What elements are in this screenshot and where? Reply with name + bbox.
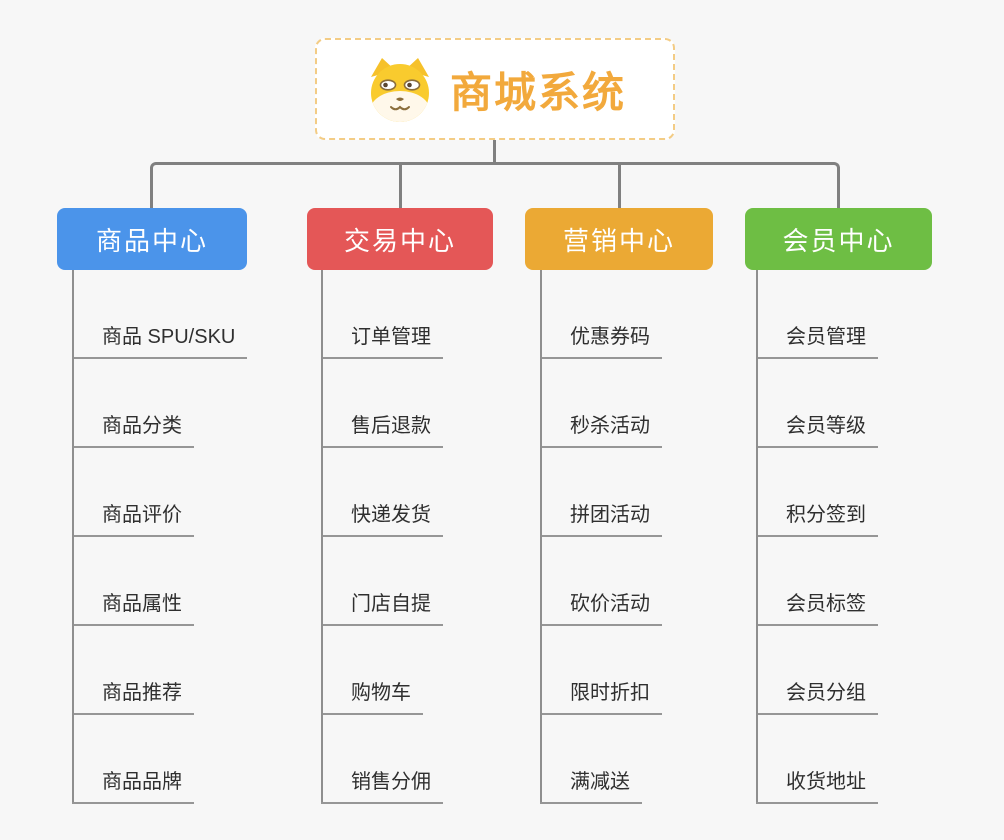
root-node[interactable]: 商城系统 (315, 38, 675, 140)
branch-node-product-center[interactable]: 商品中心 (57, 208, 247, 270)
connector-vline (321, 270, 323, 802)
branch-children-trade-center: 订单管理 售后退款 快递发货 门店自提 购物车 销售分佣 (321, 270, 556, 804)
leaf-node[interactable]: 快递发货 (321, 448, 556, 537)
leaf-node[interactable]: 拼团活动 (540, 448, 775, 537)
leaf-node[interactable]: 积分签到 (756, 448, 991, 537)
leaf-node[interactable]: 砍价活动 (540, 537, 775, 626)
leaf-node[interactable]: 购物车 (321, 626, 556, 715)
leaf-node[interactable]: 门店自提 (321, 537, 556, 626)
connector-vline (540, 270, 542, 802)
connector-drop (618, 164, 621, 208)
branch-children-member-center: 会员管理 会员等级 积分签到 会员标签 会员分组 收货地址 (756, 270, 991, 804)
dog-face-icon (370, 58, 429, 122)
connector-bus (150, 162, 840, 208)
leaf-node[interactable]: 商品 SPU/SKU (72, 270, 307, 359)
leaf-node[interactable]: 优惠券码 (540, 270, 775, 359)
branch-node-trade-center[interactable]: 交易中心 (307, 208, 493, 270)
connector-vline (756, 270, 758, 802)
connector-root-stub (493, 140, 496, 164)
connector-drop (399, 164, 402, 208)
leaf-node[interactable]: 会员管理 (756, 270, 991, 359)
branch-node-marketing-center[interactable]: 营销中心 (525, 208, 713, 270)
leaf-node[interactable]: 商品分类 (72, 359, 307, 448)
leaf-node[interactable]: 销售分佣 (321, 715, 556, 804)
connector-vline (72, 270, 74, 802)
branch-node-member-center[interactable]: 会员中心 (745, 208, 932, 270)
leaf-node[interactable]: 商品推荐 (72, 626, 307, 715)
leaf-node[interactable]: 会员等级 (756, 359, 991, 448)
leaf-node[interactable]: 售后退款 (321, 359, 556, 448)
branch-children-marketing-center: 优惠券码 秒杀活动 拼团活动 砍价活动 限时折扣 满减送 (540, 270, 775, 804)
leaf-node[interactable]: 限时折扣 (540, 626, 775, 715)
leaf-node[interactable]: 商品属性 (72, 537, 307, 626)
branch-children-product-center: 商品 SPU/SKU 商品分类 商品评价 商品属性 商品推荐 商品品牌 (72, 270, 307, 804)
leaf-node[interactable]: 秒杀活动 (540, 359, 775, 448)
leaf-node[interactable]: 会员分组 (756, 626, 991, 715)
leaf-node[interactable]: 会员标签 (756, 537, 991, 626)
leaf-node[interactable]: 商品品牌 (72, 715, 307, 804)
leaf-node[interactable]: 收货地址 (756, 715, 991, 804)
root-title: 商城系统 (449, 68, 626, 116)
leaf-node[interactable]: 商品评价 (72, 448, 307, 537)
leaf-node[interactable]: 订单管理 (321, 270, 556, 359)
leaf-node[interactable]: 满减送 (540, 715, 775, 804)
